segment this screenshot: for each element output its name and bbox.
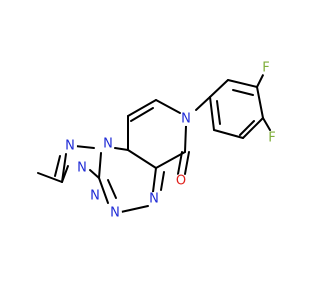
bond [239, 120, 255, 136]
atom-symbol: N [103, 137, 113, 152]
atom-labels: F F N O N N N N [63, 61, 279, 221]
atom-symbol: N [90, 189, 100, 204]
bond [184, 125, 187, 153]
bond [120, 205, 149, 213]
bond [107, 179, 117, 199]
bond [61, 153, 67, 183]
atom-nitrogen-triazine-3: N [101, 137, 115, 152]
bond [209, 79, 229, 98]
bond [89, 169, 100, 179]
atom-oxygen: O [174, 174, 188, 189]
bonds [37, 74, 271, 213]
bond [74, 145, 95, 149]
bond [216, 100, 221, 125]
atom-fluorine-bottom: F [265, 131, 279, 146]
atom-fluorine-top: F [259, 61, 273, 76]
bond [127, 99, 157, 117]
chemical-structure: F F N O N N N N [37, 60, 279, 221]
atom-symbol: N [110, 206, 120, 221]
bond [98, 152, 102, 179]
atom-nitrogen-triazole-left: N [75, 161, 89, 176]
bond [130, 107, 154, 122]
bond [127, 149, 157, 169]
bond [98, 177, 109, 204]
atom-nitrogen-triazine-1: N [147, 192, 161, 207]
bond [160, 171, 165, 191]
bond [242, 117, 264, 139]
atom-symbol: F [268, 131, 275, 146]
atom-nitrogen-triazole-top: N [63, 139, 77, 154]
atom-symbol: N [77, 161, 87, 176]
bond [232, 89, 254, 96]
bond [177, 151, 183, 175]
bond [152, 167, 157, 193]
bond [155, 151, 186, 169]
atom-symbol: N [181, 112, 191, 127]
atom-symbol: N [65, 139, 75, 154]
bond [256, 74, 264, 88]
bond [184, 151, 190, 175]
bond [209, 96, 215, 131]
bond [256, 86, 264, 119]
bond [213, 129, 244, 139]
bond [262, 117, 271, 131]
bond [195, 96, 211, 111]
bond [227, 79, 258, 88]
atom-symbol: O [176, 174, 186, 189]
bond [54, 155, 61, 177]
bond [155, 99, 181, 114]
atom-nitrogen-triazole-bottom: N [88, 189, 102, 204]
atom-symbol: N [149, 192, 159, 207]
atom-symbol: F [262, 61, 269, 76]
bond [114, 147, 129, 151]
atom-nitrogen-triazine-2: N [108, 206, 122, 221]
bond [37, 172, 63, 183]
atom-nitrogen-aryl: N [179, 112, 193, 127]
